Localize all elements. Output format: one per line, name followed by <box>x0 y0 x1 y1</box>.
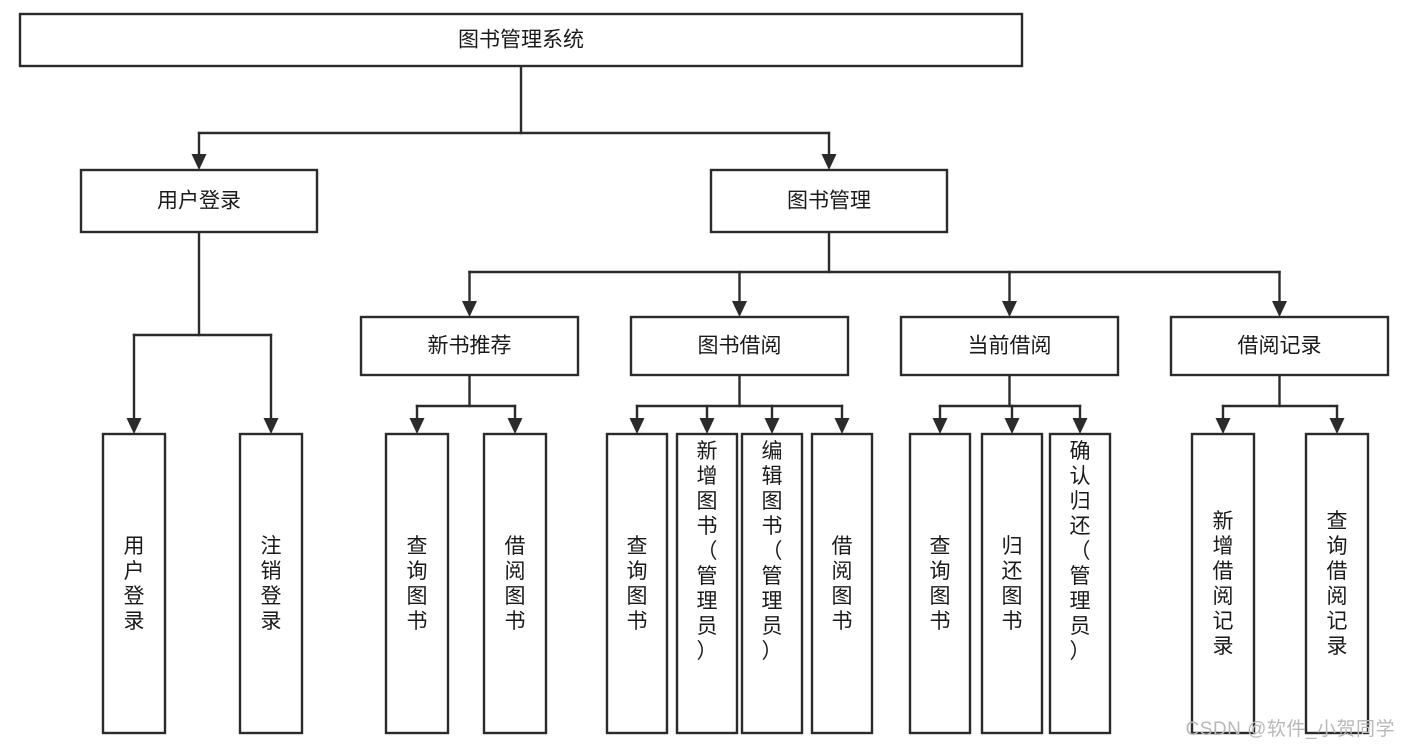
node-level3-2[interactable]: 当前借阅 <box>899 315 1120 377</box>
node-root[interactable]: 图书管理系统 <box>18 12 1024 68</box>
node-leaf-1-0-rect[interactable] <box>384 432 450 735</box>
node-level3-3-label: 借阅记录 <box>1238 335 1322 358</box>
leafgrp-3-to-leaf-0-arrowhead <box>932 418 948 434</box>
leafgrp-1-to-leaf-0-arrowhead <box>409 418 425 434</box>
leafgrp-2-to-leaf-3-arrowhead <box>834 418 850 434</box>
node-leaf-1-0-label: 查询图书 <box>407 535 428 633</box>
node-leaf-1-1-rect[interactable] <box>482 432 548 735</box>
node-level2-1-rect[interactable] <box>709 168 949 234</box>
mgr-to-l3-2-arrowhead <box>1002 301 1017 317</box>
node-level2-0-label: 用户登录 <box>157 190 241 213</box>
node-level2-1[interactable]: 图书管理 <box>709 168 949 234</box>
leafgrp-3-to-leaf-2-arrowhead <box>1072 418 1088 434</box>
leafgrp-2-to-leaf-2-arrowhead <box>764 418 780 434</box>
node-level2-0[interactable]: 用户登录 <box>79 168 319 234</box>
node-leaf-4-1[interactable]: 查询借阅记录 <box>1304 432 1370 735</box>
node-level3-2-rect[interactable] <box>899 315 1120 377</box>
node-leaf-2-2[interactable]: 编辑图书（管理员） <box>740 432 804 735</box>
node-leaf-2-0-rect[interactable] <box>605 432 669 735</box>
node-level3-0-label: 新书推荐 <box>428 335 512 358</box>
node-leaf-2-1-rect[interactable] <box>675 432 739 735</box>
node-level2-1-label: 图书管理 <box>787 190 871 213</box>
node-leaf-2-1-label: 新增图书（管理员） <box>697 440 718 663</box>
node-leaf-0-0[interactable]: 用户登录 <box>101 432 167 735</box>
connector-layer <box>126 64 1345 434</box>
leafgrp-4-to-leaf-0-arrowhead <box>1215 418 1231 434</box>
node-leaf-4-0-rect[interactable] <box>1190 432 1256 735</box>
node-level2-0-rect[interactable] <box>79 168 319 234</box>
node-leaf-2-3-label: 借阅图书 <box>832 535 853 633</box>
node-leaf-2-2-label: 编辑图书（管理员） <box>762 440 783 663</box>
node-leaf-2-3-rect[interactable] <box>810 432 874 735</box>
node-root-rect[interactable] <box>18 12 1024 68</box>
mgr-to-l3-1-arrowhead <box>732 301 747 317</box>
leafgrp-2-to-leaf-1-arrowhead <box>699 418 715 434</box>
mgr-to-l3-0-arrowhead <box>462 301 477 317</box>
root-to-l2-0-arrowhead <box>191 154 207 170</box>
leafgrp-1-to-leaf-1-arrowhead <box>507 418 523 434</box>
node-leaf-2-2-rect[interactable] <box>740 432 804 735</box>
node-leaf-0-0-label: 用户登录 <box>124 535 145 633</box>
node-leaf-4-0-label: 新增借阅记录 <box>1213 510 1234 658</box>
node-level3-1-label: 图书借阅 <box>698 335 782 358</box>
node-level3-1-rect[interactable] <box>629 315 850 377</box>
node-level3-0-rect[interactable] <box>359 315 580 377</box>
leafgrp-0-to-leaf-0-arrowhead <box>126 418 142 434</box>
mgr-to-l3-3-arrowhead <box>1272 301 1287 317</box>
node-leaf-3-0-rect[interactable] <box>908 432 972 735</box>
node-leaf-3-2[interactable]: 确认归还（管理员） <box>1048 432 1112 735</box>
node-leaf-3-2-label: 确认归还（管理员） <box>1070 440 1091 663</box>
node-leaf-0-0-rect[interactable] <box>101 432 167 735</box>
node-leaf-1-0[interactable]: 查询图书 <box>384 432 450 735</box>
node-level3-1[interactable]: 图书借阅 <box>629 315 850 377</box>
node-leaf-3-2-rect[interactable] <box>1048 432 1112 735</box>
node-leaf-3-0[interactable]: 查询图书 <box>908 432 972 735</box>
leafgrp-3-to-leaf-1-arrowhead <box>1004 418 1020 434</box>
node-leaf-3-1-rect[interactable] <box>980 432 1044 735</box>
node-level3-3[interactable]: 借阅记录 <box>1169 315 1390 377</box>
node-leaf-2-3[interactable]: 借阅图书 <box>810 432 874 735</box>
leafgrp-4-to-leaf-1-arrowhead <box>1329 418 1345 434</box>
node-leaf-4-1-rect[interactable] <box>1304 432 1370 735</box>
node-leaf-3-0-label: 查询图书 <box>930 535 951 633</box>
node-leaf-3-1-label: 归还图书 <box>1002 535 1023 633</box>
node-leaf-0-1[interactable]: 注销登录 <box>238 432 304 735</box>
root-to-l2-1-arrowhead <box>821 154 837 170</box>
node-leaf-2-0-label: 查询图书 <box>627 535 648 633</box>
node-root-label: 图书管理系统 <box>458 29 584 52</box>
node-level3-0[interactable]: 新书推荐 <box>359 315 580 377</box>
node-layer: 图书管理系统用户登录图书管理新书推荐图书借阅当前借阅借阅记录用户登录注销登录查询… <box>18 12 1390 735</box>
node-leaf-4-1-label: 查询借阅记录 <box>1327 510 1348 658</box>
node-leaf-1-1[interactable]: 借阅图书 <box>482 432 548 735</box>
node-leaf-4-0[interactable]: 新增借阅记录 <box>1190 432 1256 735</box>
node-leaf-2-1[interactable]: 新增图书（管理员） <box>675 432 739 735</box>
node-level3-3-rect[interactable] <box>1169 315 1390 377</box>
node-leaf-0-1-rect[interactable] <box>238 432 304 735</box>
node-leaf-1-1-label: 借阅图书 <box>505 535 526 633</box>
node-leaf-2-0[interactable]: 查询图书 <box>605 432 669 735</box>
leafgrp-0-to-leaf-1-arrowhead <box>263 418 279 434</box>
node-leaf-0-1-label: 注销登录 <box>261 535 282 633</box>
node-leaf-3-1[interactable]: 归还图书 <box>980 432 1044 735</box>
node-level3-2-label: 当前借阅 <box>968 335 1052 358</box>
leafgrp-2-to-leaf-0-arrowhead <box>629 418 645 434</box>
